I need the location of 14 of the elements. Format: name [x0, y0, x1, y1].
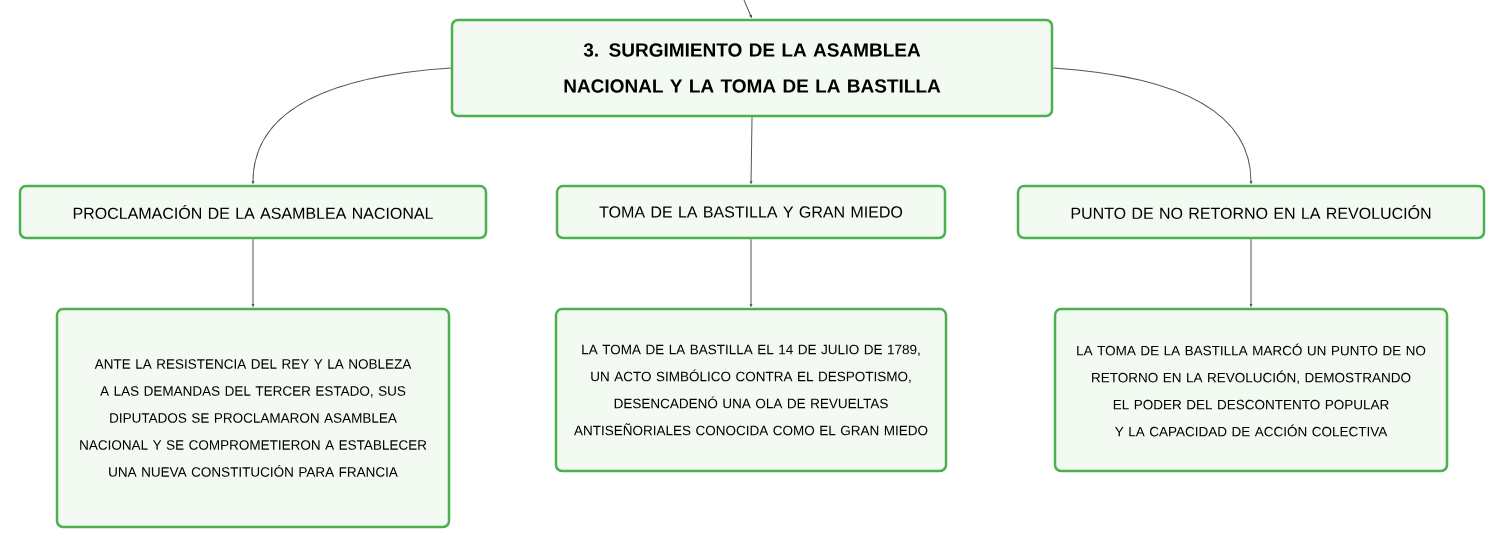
connector	[1249, 238, 1253, 308]
connector	[1052, 67, 1253, 185]
topic-box: PROCLAMACIÓN DE LA ASAMBLEA NACIONAL	[18, 184, 488, 240]
topic-box: TOMA DE LA BASTILLA Y GRAN MIEDO	[555, 184, 947, 240]
connector	[251, 238, 255, 308]
text-box: LA TOMA DE LA BASTILLA MARCÓ UN PUNTO DE NO RETORNO EN LA REVOLUCIÓN, DEMOSTRANDO EL PODER DEL DESCONTENTO POPULAR Y LA CAPACIDAD DE ACCIÓN COLECTIVA	[1053, 307, 1449, 473]
connector	[251, 67, 452, 185]
topic-box: PUNTO DE NO RETORNO EN LA REVOLUCIÓN	[1016, 184, 1486, 240]
connector	[743, 0, 752, 19]
connector	[749, 116, 753, 185]
text-box: LA TOMA DE LA BASTILLA EL 14 DE JULIO DE 1789, UN ACTO SIMBÓLICO CONTRA EL DESPOTISMO, DESENCADENÓ UNA OLA DE REVUELTAS ANTISEÑORIALES CONOCIDA COMO EL GRAN MIEDO	[554, 307, 948, 473]
title-box: 3. SURGIMIENTO DE LA ASAMBLEA NACIONAL Y LA TOMA DE LA BASTILLA	[450, 18, 1054, 118]
connector	[749, 238, 753, 308]
text-box: ANTE LA RESISTENCIA DEL REY Y LA NOBLEZA A LAS DEMANDAS DEL TERCER ESTADO, SUS DIPUTADOS SE PROCLAMARON ASAMBLEA NACIONAL Y SE COMPROMETIERON A ESTABLECER UNA NUEVA CONSTITUCIÓN PARA FRANCIA	[55, 307, 451, 529]
